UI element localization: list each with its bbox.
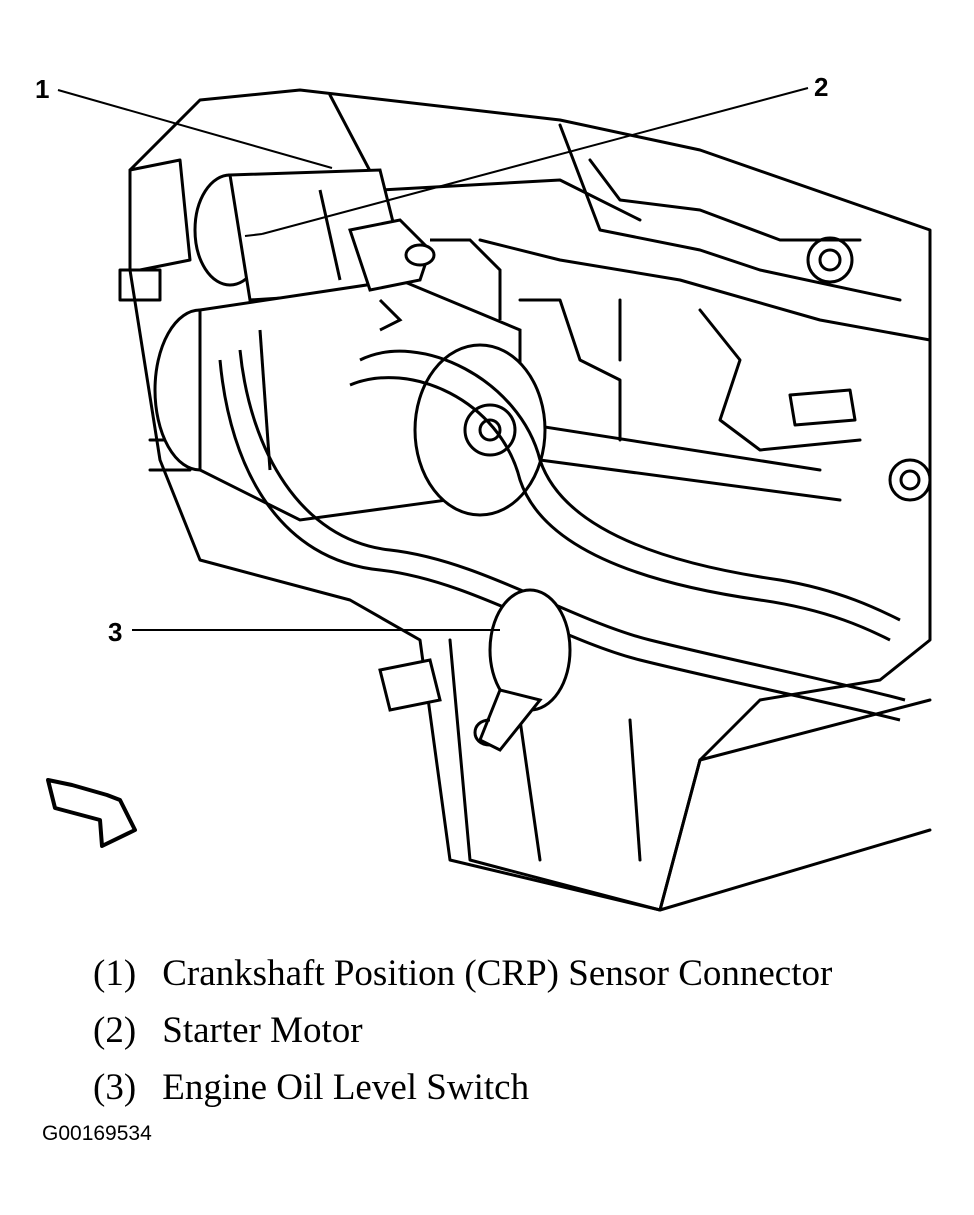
front-arrow-icon [46, 778, 137, 848]
legend-number: (1) [93, 953, 137, 994]
legend-label: Crankshaft Position (CRP) Sensor Connect… [162, 953, 833, 994]
legend-item-3: (3) Engine Oil Level Switch [93, 1059, 832, 1116]
callout-2-leader-b [244, 233, 263, 237]
engine-diagram: 1 2 3 [35, 72, 932, 912]
legend: (1) Crankshaft Position (CRP) Sensor Con… [93, 945, 832, 1116]
starter-motor [153, 168, 547, 522]
callout-2-leader [261, 87, 809, 235]
engine-oil-level-switch [473, 588, 572, 752]
legend-number: (2) [93, 1010, 137, 1051]
callout-2-number: 2 [814, 72, 828, 102]
lower-connector [378, 658, 442, 712]
engine-block [128, 88, 932, 912]
crp-sensor-connector [348, 218, 502, 332]
callout-3-number: 3 [108, 617, 122, 647]
callout-1-leader [57, 89, 333, 169]
legend-item-2: (2) Starter Motor [93, 1002, 832, 1059]
legend-number: (3) [93, 1067, 137, 1108]
legend-label: Starter Motor [162, 1010, 363, 1051]
legend-item-1: (1) Crankshaft Position (CRP) Sensor Con… [93, 945, 832, 1002]
legend-label: Engine Oil Level Switch [162, 1067, 530, 1108]
figure-id: G00169534 [42, 1122, 152, 1145]
callout-1-number: 1 [35, 74, 49, 104]
